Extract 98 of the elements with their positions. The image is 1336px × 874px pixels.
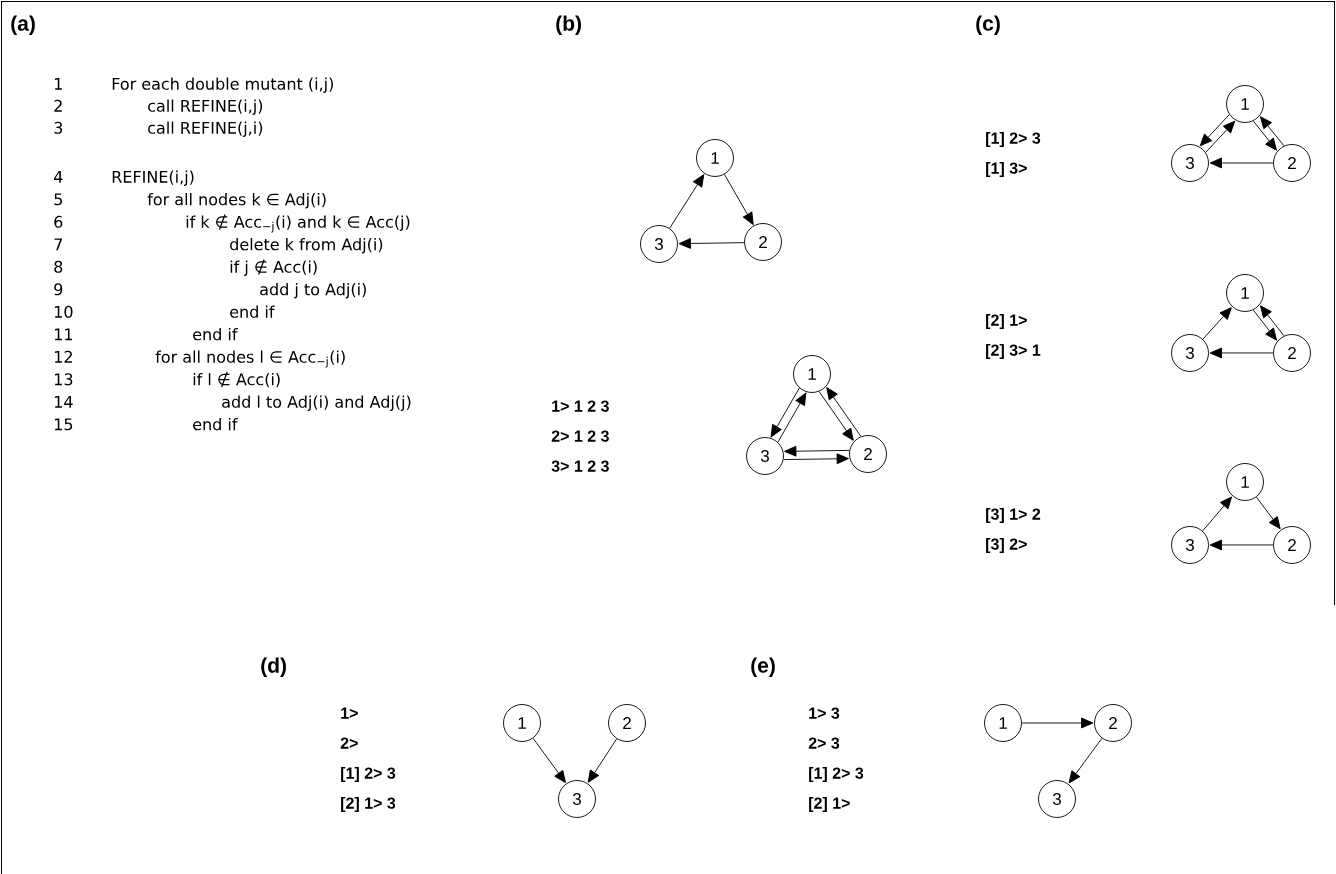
line-number: 1 — [54, 77, 62, 90]
line-number: 4 — [54, 170, 63, 183]
arrow — [1021, 717, 1094, 729]
graph-node: 3 — [1171, 526, 1209, 564]
arrow — [1260, 305, 1285, 337]
code-line: REFINE(i,j) — [112, 170, 194, 186]
graph-node: 2 — [1273, 144, 1311, 182]
arrow — [1209, 347, 1274, 359]
graph-node: 2 — [1273, 526, 1311, 564]
line-number: 8 — [54, 260, 63, 273]
ordering-label: [2] 1> — [986, 314, 1027, 329]
line-number: 12 — [54, 350, 72, 363]
ordering-label: [2] 1> — [809, 797, 850, 812]
graph-node: 2 — [849, 435, 887, 473]
arrow — [784, 445, 850, 457]
ordering-label: [2] 1> 3 — [341, 797, 396, 812]
ordering-label: 3> 1 2 3 — [551, 460, 609, 472]
graph-node: 1 — [984, 704, 1022, 742]
line-number: 13 — [54, 373, 73, 386]
line-number: 9 — [54, 283, 63, 296]
code-line: if j ∉ Acc(i) — [230, 259, 317, 276]
ordering-label: [3] 2> — [986, 538, 1027, 553]
code-line: For each double mutant (i,j) — [112, 77, 333, 93]
arrow — [1202, 307, 1232, 340]
ordering-label: [3] 1> 2 — [986, 508, 1041, 523]
ordering-label: 1> 1 2 3 — [552, 400, 609, 412]
line-number: 6 — [54, 215, 63, 228]
graph-node: 3 — [1171, 144, 1209, 182]
graph-node: 1 — [1226, 463, 1264, 501]
arrow — [669, 174, 705, 229]
arrow — [587, 738, 618, 783]
graph-node: 3 — [1038, 780, 1076, 818]
graph-node: 3 — [1171, 334, 1209, 372]
arrow — [1209, 539, 1274, 551]
graph-node: 1 — [1226, 274, 1264, 312]
arrow — [1255, 496, 1281, 530]
code-line: end if — [230, 305, 275, 318]
ordering-label: 1> — [341, 707, 358, 719]
code-line: if k ∉ Acc$_{−j}$(i) and k ∈ Acc(j) — [186, 214, 410, 233]
arrow — [724, 173, 754, 225]
code-line: call REFINE(i,j) — [148, 99, 263, 115]
arrow — [1260, 116, 1285, 147]
ordering-label: 2> — [340, 737, 358, 749]
graph-node: 2 — [1273, 334, 1311, 372]
graph-node: 1 — [1226, 85, 1264, 123]
code-line: end if — [193, 417, 238, 431]
arrow — [826, 387, 862, 437]
arrow — [532, 737, 566, 783]
arrow — [777, 392, 807, 443]
graph-node: 1 — [793, 355, 831, 393]
arrow — [818, 391, 854, 441]
ordering-label: [1] 2> 3 — [809, 767, 864, 782]
line-number: 10 — [54, 305, 73, 318]
line-number: 15 — [54, 418, 73, 431]
panel-label: (c) — [976, 15, 1000, 35]
line-number: 3 — [54, 121, 63, 134]
code-line: add j to Adj(i) — [260, 282, 366, 299]
arrow — [1205, 120, 1236, 153]
arrow — [1252, 120, 1277, 151]
arrow — [1252, 309, 1278, 341]
code-line: for all nodes l ∈ Acc$_{−j}$(i) — [155, 350, 345, 368]
ordering-label: [2] 3> 1 — [986, 344, 1041, 359]
code-line: for all nodes k ∈ Adj(i) — [147, 192, 326, 209]
graph-node: 1 — [503, 704, 541, 742]
arrow — [1068, 737, 1103, 784]
ordering-label: 2> 3 — [808, 737, 840, 749]
code-line: call REFINE(j,i) — [148, 121, 263, 137]
graph-node: 2 — [744, 223, 782, 261]
code-line: end if — [193, 327, 238, 341]
line-number: 14 — [54, 395, 73, 408]
line-number: 7 — [54, 238, 62, 251]
arrow — [783, 453, 849, 465]
panel-label: (d) — [261, 657, 286, 677]
ordering-label: [1] 2> 3 — [341, 767, 396, 782]
arrow — [1199, 114, 1230, 147]
graph-node: 1 — [696, 139, 734, 177]
arrow — [1209, 157, 1274, 169]
ordering-label: [1] 3> — [986, 162, 1027, 177]
graph-node: 3 — [558, 780, 596, 818]
code-line: delete k from Adj(i) — [230, 237, 383, 254]
line-number: 11 — [54, 328, 73, 341]
panel-label: (e) — [751, 657, 775, 677]
code-line: add l to Adj(i) and Adj(j) — [222, 395, 411, 411]
line-number: 2 — [54, 99, 62, 112]
arrow — [678, 238, 745, 249]
arrow — [1202, 496, 1233, 532]
panel-label: (b) — [556, 15, 581, 35]
panel-label: (a) — [11, 15, 35, 35]
graph-node: 2 — [608, 704, 646, 742]
arrow — [770, 387, 800, 438]
graph-node: 3 — [640, 225, 678, 263]
graph-node: 2 — [1094, 704, 1132, 742]
line-number: 5 — [54, 193, 62, 206]
graph-node: 3 — [746, 437, 784, 475]
ordering-label: 1> 3 — [809, 707, 840, 719]
ordering-label: [1] 2> 3 — [986, 132, 1041, 147]
ordering-label: 2> 1 2 3 — [551, 430, 609, 442]
code-line: if l ∉ Acc(i) — [193, 371, 280, 388]
